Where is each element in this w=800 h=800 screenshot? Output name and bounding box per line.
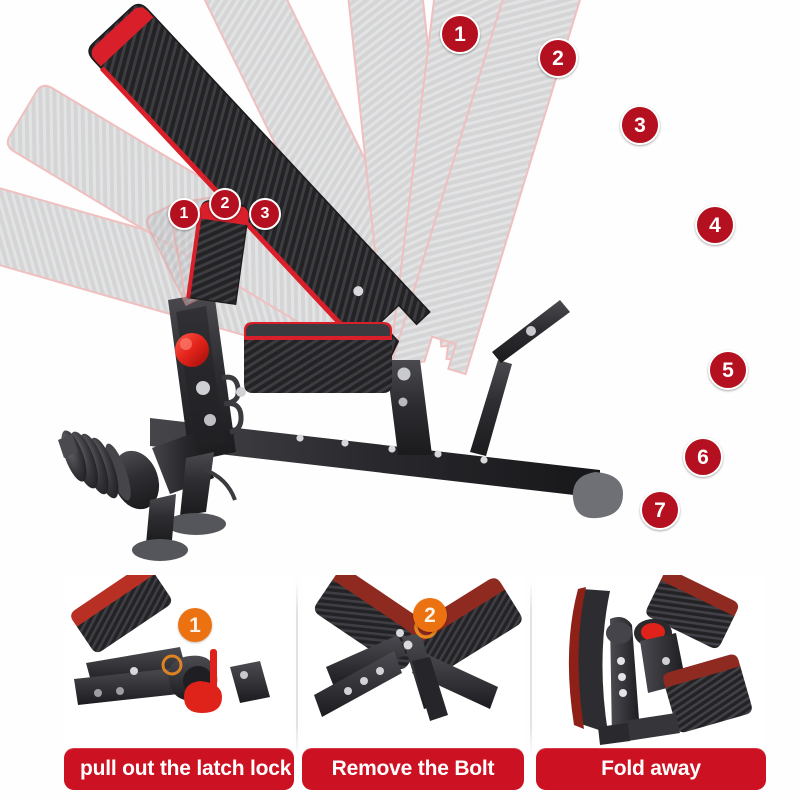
step-badge-1: 1 xyxy=(178,608,212,642)
hero-product-illustration: 1 2 3 4 5 6 7 1 2 3 xyxy=(0,0,748,561)
bench-diagram xyxy=(0,0,623,561)
panel-divider-2 xyxy=(530,581,532,756)
step-badge-2: 2 xyxy=(413,598,447,632)
position-badge-5: 5 xyxy=(708,350,748,390)
step-3-caption-banner: Fold away xyxy=(536,748,766,790)
main-beam xyxy=(150,418,600,498)
legrest-badge-2: 2 xyxy=(209,188,241,220)
rear-foot xyxy=(572,472,623,519)
step-3-caption-text: Fold away xyxy=(601,757,701,780)
step-2-photo xyxy=(302,575,524,745)
front-base xyxy=(132,452,237,561)
step-1-caption-text: pull out the latch lock xyxy=(80,757,292,780)
step-2-caption-text: Remove the Bolt xyxy=(331,757,495,780)
position-badge-2: 2 xyxy=(538,38,578,78)
legrest-badge-1: 1 xyxy=(168,198,200,230)
step-panel-3: Fold away xyxy=(536,575,766,790)
step-1-caption-banner: pull out the latch lock xyxy=(64,748,294,790)
pivot-bracket xyxy=(386,360,432,455)
position-badge-3: 3 xyxy=(620,105,660,145)
leg-roller-assembly xyxy=(58,430,214,510)
step-panel-2: Remove the Bolt xyxy=(302,575,524,790)
panel-divider-1 xyxy=(296,581,298,756)
latch-pin xyxy=(210,649,217,689)
position-badge-4: 4 xyxy=(695,205,735,245)
weight-plates xyxy=(58,430,119,499)
latch-knob xyxy=(184,681,222,713)
position-badge-7: 7 xyxy=(640,490,680,530)
rear-strut xyxy=(470,360,512,456)
folding-steps-strip: pull out the latch lock xyxy=(0,565,800,800)
legrest-badge-3: 3 xyxy=(249,198,281,230)
red-adjust-knob xyxy=(175,333,209,367)
position-badge-6: 6 xyxy=(683,437,723,477)
fold-knob xyxy=(641,623,665,641)
front-foot-right xyxy=(166,513,226,535)
seat-pad xyxy=(244,322,392,393)
step-1-photo xyxy=(64,575,294,745)
step-panel-1: pull out the latch lock xyxy=(64,575,294,790)
leg-extension-tower xyxy=(168,292,246,462)
position-badge-1: 1 xyxy=(440,14,480,54)
step-3-photo xyxy=(536,575,766,745)
step-2-caption-banner: Remove the Bolt xyxy=(302,748,524,790)
front-foot-left xyxy=(132,539,188,561)
